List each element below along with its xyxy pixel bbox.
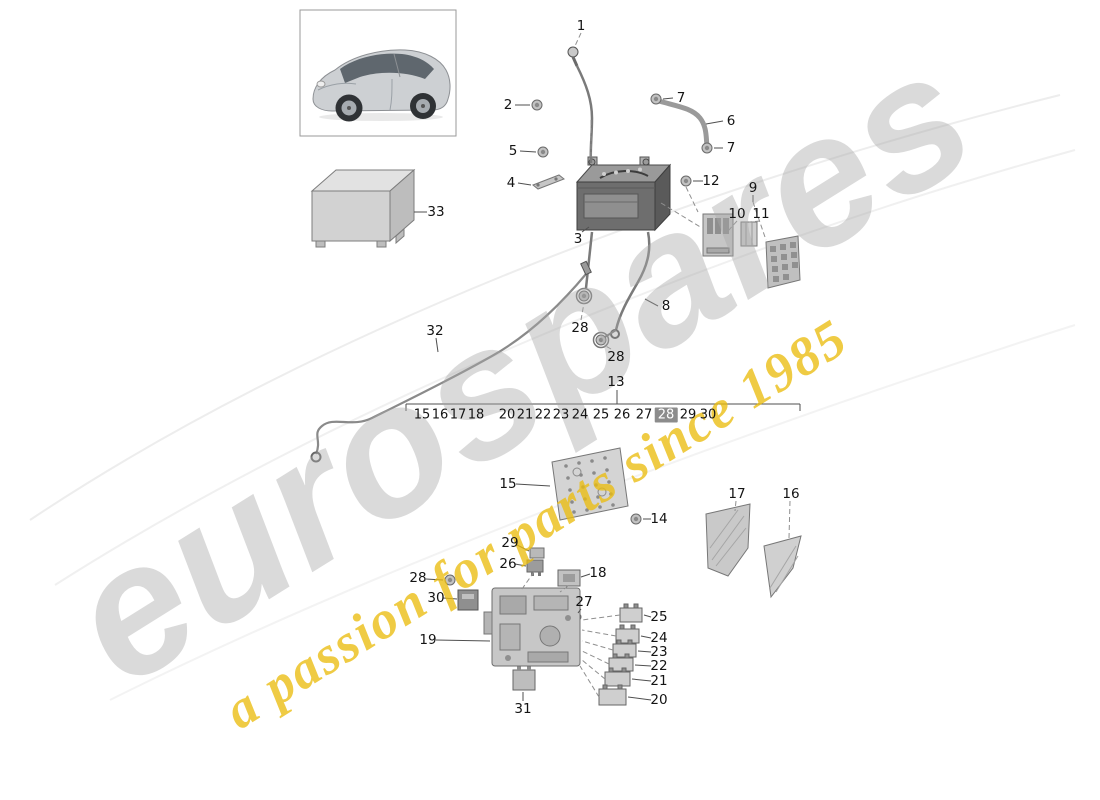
part-label-11[interactable]: 11	[752, 206, 770, 222]
part-label-28c[interactable]: 28	[409, 570, 427, 586]
bolt-icon	[680, 175, 692, 187]
car-thumbnail	[299, 9, 457, 137]
part-9-fuse-block	[765, 235, 801, 289]
bolt-icon	[595, 334, 607, 346]
part-label-8[interactable]: 8	[661, 298, 671, 314]
strip-number-15[interactable]: 15	[413, 407, 431, 423]
strip-number-29[interactable]: 29	[679, 407, 697, 423]
strip-number-23[interactable]: 23	[552, 407, 570, 423]
part-label-18[interactable]: 18	[589, 565, 607, 581]
part-label-12[interactable]: 12	[702, 173, 720, 189]
part-label-10[interactable]: 10	[728, 206, 746, 222]
part-label-31[interactable]: 31	[514, 701, 532, 717]
part-label-21[interactable]: 21	[650, 673, 668, 689]
part-label-28a[interactable]: 28	[571, 320, 589, 336]
part-label-2[interactable]: 2	[503, 97, 513, 113]
part-17-cover	[705, 503, 751, 577]
part-label-7a[interactable]: 7	[676, 90, 686, 106]
strip-number-18[interactable]: 18	[467, 407, 485, 423]
part-11-relay	[740, 221, 758, 247]
part-18-fuse	[557, 569, 581, 587]
part-label-30[interactable]: 30	[427, 590, 445, 606]
part-label-20[interactable]: 20	[650, 692, 668, 708]
part-label-13[interactable]: 13	[607, 374, 625, 390]
bolt-icon	[578, 290, 590, 302]
part-label-26[interactable]: 26	[499, 556, 517, 572]
part-label-15[interactable]: 15	[499, 476, 517, 492]
strip-number-20[interactable]: 20	[498, 407, 516, 423]
bolts	[444, 93, 713, 586]
part-6-strap	[658, 98, 710, 147]
part-33-cover	[310, 168, 416, 248]
strip-number-21[interactable]: 21	[516, 407, 534, 423]
part-label-14[interactable]: 14	[650, 511, 668, 527]
strip-number-25[interactable]: 25	[592, 407, 610, 423]
bolt-icon	[537, 146, 549, 158]
part-label-27[interactable]: 27	[575, 594, 593, 610]
part-29-clip	[529, 547, 545, 559]
part-label-25[interactable]: 25	[650, 609, 668, 625]
part-label-3[interactable]: 3	[573, 231, 583, 247]
part-label-23[interactable]: 23	[650, 644, 668, 660]
part-1-battery-cable	[567, 46, 594, 164]
part-label-22[interactable]: 22	[650, 658, 668, 674]
part-label-7b[interactable]: 7	[726, 140, 736, 156]
part-label-33[interactable]: 33	[427, 204, 445, 220]
part-label-29[interactable]: 29	[501, 535, 519, 551]
part-31-bracket	[512, 665, 536, 691]
leader-lines	[414, 97, 754, 701]
bolt-icon	[531, 99, 543, 111]
bolt-icon	[650, 93, 662, 105]
strip-number-27[interactable]: 27	[635, 407, 653, 423]
dashed-leader-lines	[521, 32, 791, 698]
bolt-icon	[701, 142, 713, 154]
part-30-connector	[457, 589, 479, 611]
part-32-cable	[310, 260, 592, 463]
part-label-6[interactable]: 6	[726, 113, 736, 129]
part-label-4[interactable]: 4	[506, 175, 516, 191]
part-label-19[interactable]: 19	[419, 632, 437, 648]
part-label-17[interactable]: 17	[728, 486, 746, 502]
part-4-bracket	[532, 174, 565, 190]
strip-number-28-highlighted[interactable]: 28	[654, 407, 678, 423]
strip-number-24[interactable]: 24	[571, 407, 589, 423]
strip-number-16[interactable]: 16	[431, 407, 449, 423]
part-label-5[interactable]: 5	[508, 143, 518, 159]
part-3-battery	[575, 156, 672, 232]
strip-number-30[interactable]: 30	[699, 407, 717, 423]
strip-number-22[interactable]: 22	[534, 407, 552, 423]
part-19-fuse-box	[483, 587, 581, 667]
bolt-icon	[630, 513, 642, 525]
fuse-column	[598, 603, 643, 706]
part-label-24[interactable]: 24	[650, 630, 668, 646]
part-10-relay-carrier	[702, 213, 734, 257]
strip-number-17[interactable]: 17	[449, 407, 467, 423]
part-8-ground-cable	[575, 231, 651, 349]
part-label-16[interactable]: 16	[782, 486, 800, 502]
part-label-1[interactable]: 1	[576, 18, 586, 34]
part-15-bracket-plate	[551, 447, 629, 521]
reference-strip-line	[405, 390, 801, 411]
bolt-icon	[444, 574, 456, 586]
part-26-relay-small	[526, 559, 544, 576]
part-16-cover	[763, 535, 802, 599]
strip-number-26[interactable]: 26	[613, 407, 631, 423]
car-illustration	[312, 49, 451, 122]
part-label-32[interactable]: 32	[426, 323, 444, 339]
part-label-28b[interactable]: 28	[607, 349, 625, 365]
part-label-9[interactable]: 9	[748, 180, 758, 196]
